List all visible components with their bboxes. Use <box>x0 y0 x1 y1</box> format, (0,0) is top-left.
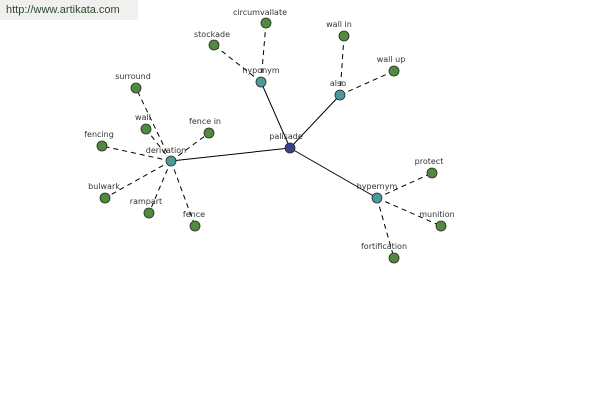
node-label-wall[interactable]: wall <box>135 113 151 122</box>
node-label-palisade[interactable]: palisade <box>269 132 303 141</box>
node-label-bulwark[interactable]: bulwark <box>88 182 120 191</box>
node-label-surround[interactable]: surround <box>115 72 151 81</box>
edge-also-wall-in <box>339 35 345 96</box>
node-fencing[interactable] <box>96 140 108 152</box>
node-label-stockade[interactable]: stockade <box>194 30 230 39</box>
edge-derivation-fencing <box>101 145 172 162</box>
node-label-fence[interactable]: fence <box>183 210 205 219</box>
node-label-circumvallate[interactable]: circumvallate <box>233 8 287 17</box>
node-rampart[interactable] <box>143 207 155 219</box>
node-label-fortification[interactable]: fortification <box>361 242 407 251</box>
node-fortification[interactable] <box>388 252 400 264</box>
node-stockade[interactable] <box>208 39 220 51</box>
node-hyponym[interactable] <box>255 76 267 88</box>
edge-derivation-wall <box>145 128 172 162</box>
edges-layer <box>101 22 442 259</box>
edge-palisade-hypernym <box>289 147 378 199</box>
node-label-fence-in[interactable]: fence in <box>189 117 221 126</box>
site-url-label[interactable]: http://www.artikata.com <box>0 0 138 20</box>
edge-also-wall-up <box>339 70 395 96</box>
node-label-hyponym[interactable]: hyponym <box>242 66 280 75</box>
node-label-also[interactable]: also <box>330 79 346 88</box>
node-derivation[interactable] <box>165 155 177 167</box>
node-label-wall-in[interactable]: wall in <box>326 20 352 29</box>
edge-palisade-also <box>289 94 341 149</box>
edge-hypernym-munition <box>376 197 442 227</box>
node-wall[interactable] <box>140 123 152 135</box>
edge-palisade-derivation <box>170 147 291 162</box>
edge-hyponym-stockade <box>213 44 262 83</box>
node-fence[interactable] <box>189 220 201 232</box>
edge-derivation-fence-in <box>170 132 210 162</box>
node-label-wall-up[interactable]: wall up <box>377 55 406 64</box>
edge-derivation-bulwark <box>104 160 172 199</box>
node-label-derivation[interactable]: derivation <box>146 146 186 155</box>
labels-layer: palisade hyponym also derivation hypernym cir… <box>84 8 455 251</box>
node-label-fencing[interactable]: fencing <box>84 130 114 139</box>
node-circumvallate[interactable] <box>260 17 272 29</box>
node-also[interactable] <box>334 89 346 101</box>
node-fence-in[interactable] <box>203 127 215 139</box>
edge-hypernym-protect <box>376 172 433 199</box>
edge-derivation-surround <box>135 87 172 162</box>
node-palisade[interactable] <box>284 142 296 154</box>
node-protect[interactable] <box>426 167 438 179</box>
node-surround[interactable] <box>130 82 142 94</box>
node-wall-up[interactable] <box>388 65 400 77</box>
node-label-munition[interactable]: munition <box>419 210 454 219</box>
node-hypernym[interactable] <box>371 192 383 204</box>
node-wall-in[interactable] <box>338 30 350 42</box>
node-bulwark[interactable] <box>99 192 111 204</box>
edge-hyponym-circumvallate <box>260 22 267 83</box>
node-label-rampart[interactable]: rampart <box>130 197 162 206</box>
node-label-protect[interactable]: protect <box>415 157 444 166</box>
edge-derivation-fence <box>170 160 196 227</box>
edge-hypernym-fortification <box>376 197 395 259</box>
edge-derivation-rampart <box>148 160 172 214</box>
edge-palisade-hyponym <box>260 81 291 149</box>
node-label-hypernym[interactable]: hypernym <box>357 182 398 191</box>
node-munition[interactable] <box>435 220 447 232</box>
nodes-layer <box>96 17 447 264</box>
